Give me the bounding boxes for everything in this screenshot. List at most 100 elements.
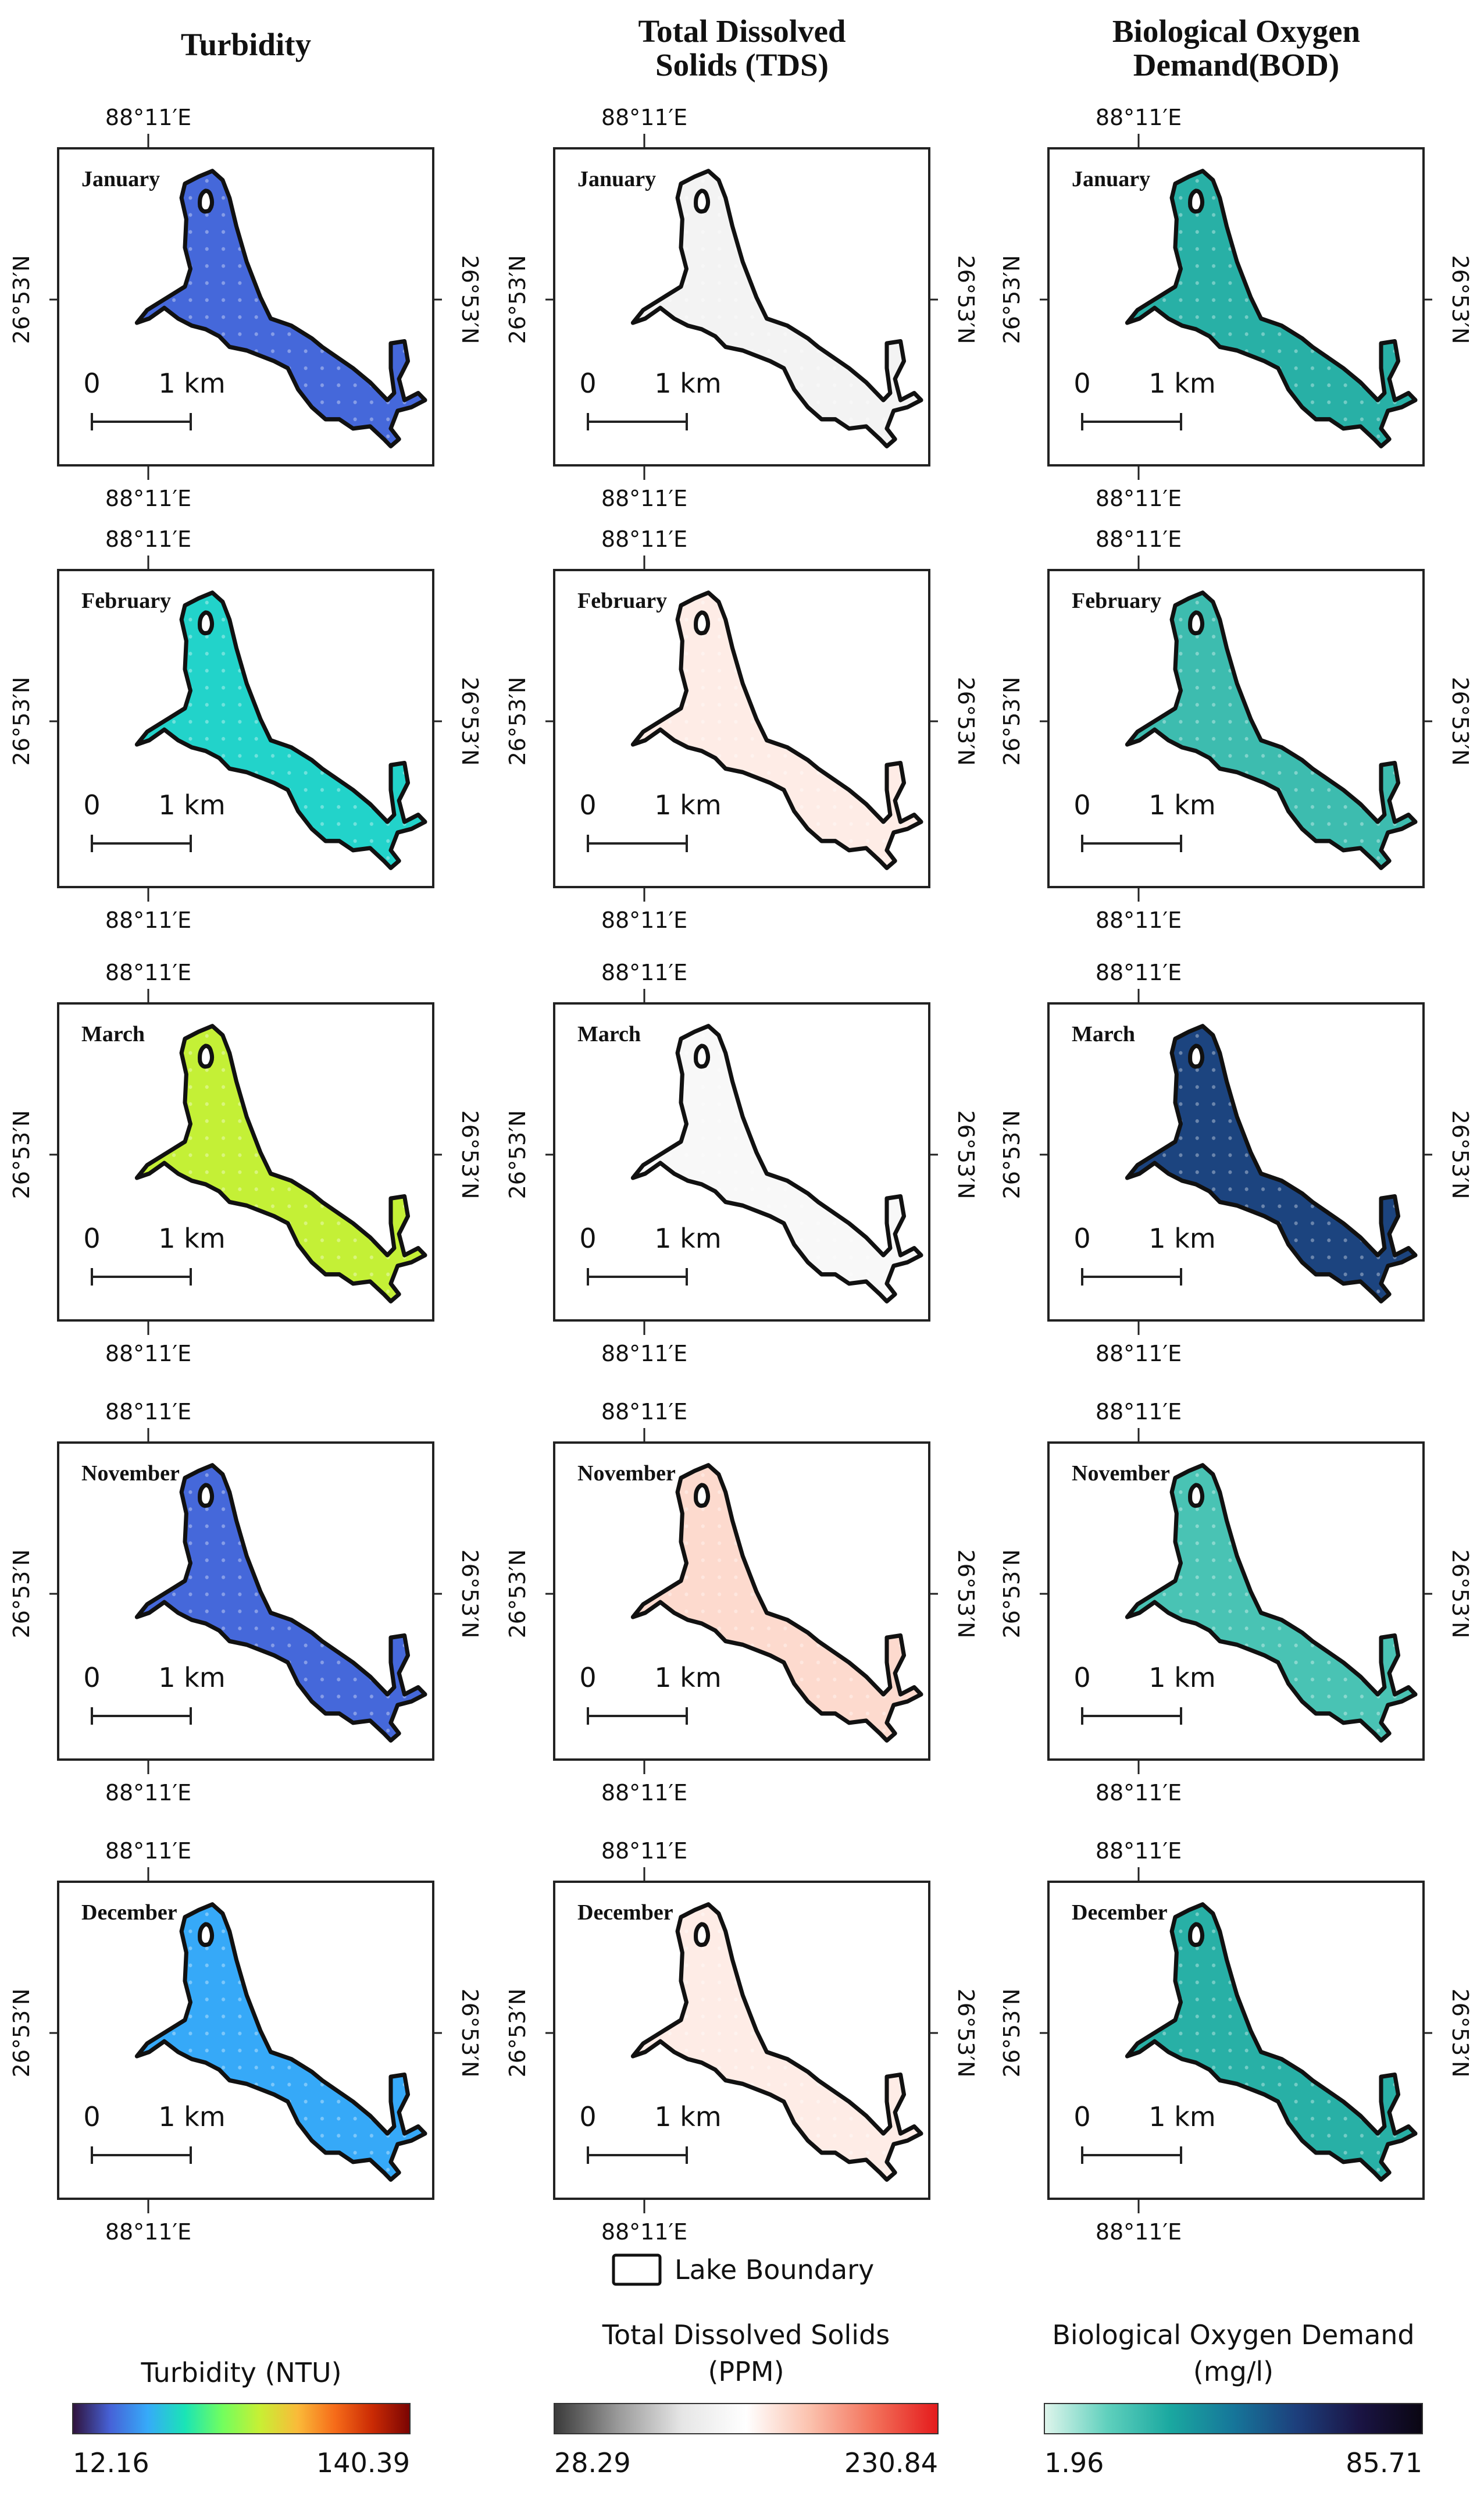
lon-label-top: 88°11′E <box>105 105 191 130</box>
scale-km-label: 1 km <box>158 368 225 399</box>
scale-zero-label: 0 <box>1073 1662 1090 1693</box>
scale-bar <box>587 2146 688 2164</box>
lon-label-top: 88°11′E <box>601 1838 687 1864</box>
lon-label-top: 88°11′E <box>105 526 191 552</box>
lat-label-left: 26°53′N <box>999 1110 1025 1199</box>
month-label: February <box>577 589 667 613</box>
lon-label-top: 88°11′E <box>1096 526 1182 552</box>
lat-label-left: 26°53′N <box>505 255 530 344</box>
lon-label-top: 88°11′E <box>601 1399 687 1425</box>
scale-zero-label: 0 <box>1073 1223 1090 1254</box>
lon-label-bottom: 88°11′E <box>1096 486 1182 511</box>
lon-label-top: 88°11′E <box>601 960 687 985</box>
scale-bar <box>1081 1268 1182 1286</box>
lon-label-bottom: 88°11′E <box>601 486 687 511</box>
lat-label-right: 26°53′N <box>953 677 979 766</box>
lon-label-bottom: 88°11′E <box>1096 1780 1182 1806</box>
lat-label-right: 26°53′N <box>1447 1989 1473 2078</box>
month-label: March <box>1072 1022 1135 1046</box>
scale-zero-label: 0 <box>1073 368 1090 399</box>
lat-label-right: 26°53′N <box>457 1989 483 2078</box>
lat-label-right: 26°53′N <box>1447 255 1473 344</box>
lat-label-left: 26°53′N <box>999 255 1025 344</box>
lon-label-bottom: 88°11′E <box>601 907 687 933</box>
lake-boundary-legend: Lake Boundary <box>612 2253 874 2286</box>
lat-label-right: 26°53′N <box>457 677 483 766</box>
month-label: December <box>81 1900 177 1925</box>
lon-label-bottom: 88°11′E <box>105 486 191 511</box>
month-label: February <box>81 589 171 613</box>
lat-label-right: 26°53′N <box>953 1989 979 2078</box>
scale-km-label: 1 km <box>654 2101 721 2132</box>
colorbar-title: (mg/l) <box>1193 2356 1273 2387</box>
scale-km-label: 1 km <box>654 368 721 399</box>
lon-label-top: 88°11′E <box>601 105 687 130</box>
scale-zero-label: 0 <box>83 789 100 821</box>
lat-label-right: 26°53′N <box>457 1110 483 1199</box>
scale-km-label: 1 km <box>654 789 721 821</box>
month-label: January <box>81 167 160 191</box>
lat-label-left: 26°53′N <box>505 1110 530 1199</box>
colorbar-title: Biological Oxygen Demand <box>1052 2319 1414 2351</box>
colorbar-min-label: 1.96 <box>1044 2447 1104 2479</box>
colorbar-title: Total Dissolved Solids <box>602 2319 890 2351</box>
column-title-bod: Demand(BOD) <box>1133 47 1339 83</box>
scale-zero-label: 0 <box>1073 789 1090 821</box>
lat-label-left: 26°53′N <box>9 255 34 344</box>
lat-label-left: 26°53′N <box>999 1550 1025 1639</box>
scale-zero-label: 0 <box>83 2101 100 2132</box>
colorbar-title: Turbidity (NTU) <box>140 2357 341 2388</box>
colorbar-max-label: 140.39 <box>316 2447 410 2479</box>
scale-km-label: 1 km <box>1148 2101 1215 2132</box>
scale-bar <box>91 1707 192 1725</box>
lat-label-right: 26°53′N <box>1447 677 1473 766</box>
month-label: January <box>577 167 656 191</box>
month-label: March <box>577 1022 641 1046</box>
month-label: November <box>81 1461 180 1486</box>
lat-label-left: 26°53′N <box>9 1550 34 1639</box>
month-label: February <box>1072 589 1161 613</box>
lat-label-left: 26°53′N <box>505 1550 530 1639</box>
scale-zero-label: 0 <box>579 368 596 399</box>
lon-label-bottom: 88°11′E <box>1096 907 1182 933</box>
lon-label-top: 88°11′E <box>105 960 191 985</box>
lon-label-top: 88°11′E <box>1096 105 1182 130</box>
scale-km-label: 1 km <box>158 789 225 821</box>
lon-label-top: 88°11′E <box>601 526 687 552</box>
month-label: December <box>1072 1900 1168 1925</box>
month-label: March <box>81 1022 145 1046</box>
scale-bar <box>1081 413 1182 430</box>
scale-zero-label: 0 <box>83 1662 100 1693</box>
lon-label-top: 88°11′E <box>1096 1399 1182 1425</box>
lon-label-bottom: 88°11′E <box>105 2219 191 2245</box>
lon-label-top: 88°11′E <box>105 1399 191 1425</box>
month-label: November <box>577 1461 676 1486</box>
scale-km-label: 1 km <box>158 1662 225 1693</box>
lat-label-right: 26°53′N <box>457 255 483 344</box>
column-title-turbidity: Turbidity <box>181 27 311 62</box>
lon-label-top: 88°11′E <box>1096 960 1182 985</box>
scale-zero-label: 0 <box>83 1223 100 1254</box>
scale-bar <box>91 1268 192 1286</box>
scale-km-label: 1 km <box>1148 1662 1215 1693</box>
column-title-bod: Biological Oxygen <box>1112 13 1360 49</box>
scale-bar <box>91 835 192 852</box>
